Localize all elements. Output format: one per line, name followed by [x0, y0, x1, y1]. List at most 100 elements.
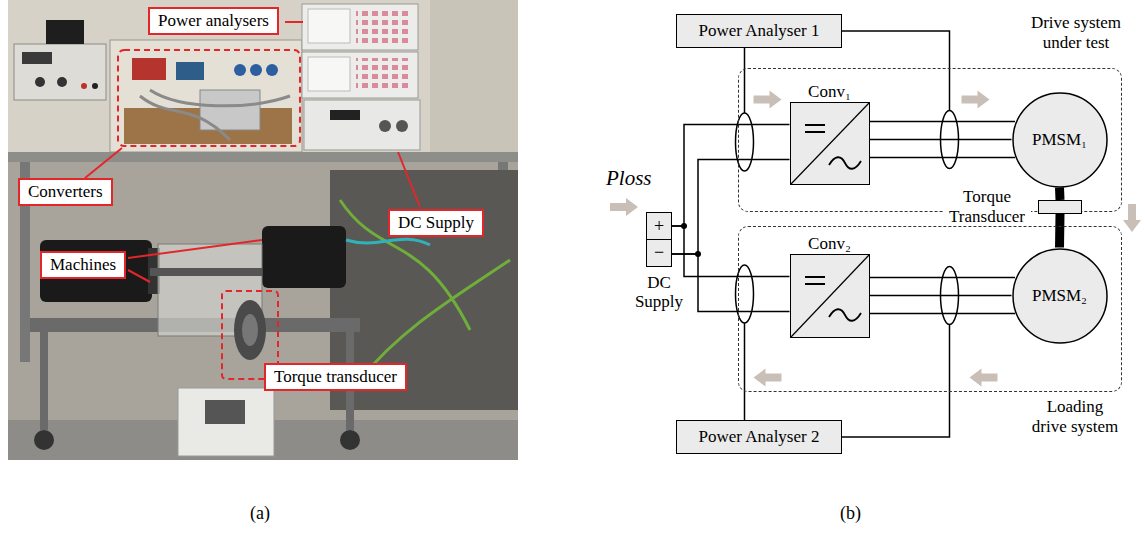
converter-box: Conv₁ [790, 102, 870, 185]
probe-lead [744, 48, 746, 113]
power-flow-arrow [962, 91, 990, 109]
bench-supply [35, 77, 45, 87]
converter-enclosure [132, 58, 166, 80]
leader-line [128, 270, 150, 282]
machine-cart [40, 332, 48, 430]
terminal-sign: − [646, 239, 672, 267]
system-region: Drive system under testConv₁PMSM₁ [738, 68, 1122, 212]
dc-wire [672, 254, 790, 312]
wire-link [672, 125, 790, 227]
bench-supply [14, 20, 106, 100]
node-label: Converters [28, 182, 103, 202]
converter-box: Conv₂ [790, 254, 870, 338]
node-label: Power Analyser 2 [699, 427, 820, 447]
power-analyser-unit [308, 9, 350, 43]
bench-supply [22, 52, 52, 64]
callout-label: DC Supply [388, 209, 484, 237]
power-analyser-unit [302, 4, 418, 98]
analyser-box: Power Analyser 1 [676, 14, 842, 48]
node-label: Conv₁ [779, 82, 881, 102]
converter-symbol [829, 309, 861, 321]
callout-label: Power analysers [148, 7, 279, 35]
torque-transducer: Torque Transducer [1038, 200, 1082, 214]
node-label: DC Supply [398, 213, 474, 233]
converter-enclosure [110, 40, 302, 152]
node-label: Drive system under test [1021, 13, 1131, 52]
machine-circle: PMSM₂ [1012, 248, 1108, 344]
junction-box [178, 388, 274, 456]
panel-label: (b) [840, 503, 861, 524]
dc-supply-unit [396, 120, 408, 132]
machine-cart [34, 430, 54, 450]
power-flow-arrow [754, 369, 782, 387]
callout-label: Machines [40, 251, 126, 279]
dc-supply-unit [330, 110, 360, 120]
coupling-guard [234, 300, 266, 360]
machine-cart [340, 430, 360, 450]
converter-symbol [791, 103, 869, 184]
power-analyser-unit [302, 52, 418, 98]
lab-wall [430, 0, 518, 155]
panel-label: (a) [250, 503, 270, 524]
junction-box [205, 400, 245, 424]
dc-supply-unit [304, 100, 420, 150]
power-flow-arrow [610, 198, 638, 216]
photo-ground [8, 0, 518, 460]
converter-symbol [791, 103, 869, 184]
dc-supply-unit [304, 100, 420, 150]
terminal-sign: + [646, 212, 672, 240]
dc-supply-unit [379, 120, 391, 132]
node-label: PMSM₂ [1032, 286, 1087, 306]
bench-supply [81, 83, 87, 89]
callout-label: Converters [18, 178, 113, 206]
wiring [610, 31, 1141, 437]
shaft-link [1055, 188, 1065, 201]
shaft-link [1055, 214, 1065, 248]
converter-enclosure [266, 64, 278, 76]
node-label: Torque transducer [274, 367, 397, 387]
cable [340, 200, 510, 380]
wire-link [672, 226, 790, 277]
dc-supply-symbol: +−DC Supply [646, 212, 672, 267]
machine-circle: PMSM₁ [1012, 92, 1108, 188]
converter-enclosure [140, 90, 290, 140]
lab-wall [8, 0, 518, 155]
power-analyser-unit [356, 58, 412, 92]
node-label: Loading drive system [1029, 397, 1121, 436]
power-symbol: Ploss [606, 166, 652, 190]
coupling-guard [242, 314, 258, 346]
node-label: Power analysers [158, 11, 269, 31]
probe-lead [842, 31, 950, 111]
probe-lead [842, 325, 950, 438]
node-label: DC Supply [629, 273, 689, 312]
converter-symbol [829, 157, 861, 169]
junction-box [178, 388, 274, 456]
power-analyser-unit [302, 4, 418, 50]
leader-line [128, 240, 262, 258]
power-flow-arrow [754, 91, 782, 109]
power-flow-arrow [970, 369, 998, 387]
node-label: Power Analyser 1 [699, 21, 820, 41]
bench-supply [46, 20, 84, 44]
converter-enclosure [234, 64, 246, 76]
converter-enclosure [110, 40, 302, 152]
callout-leader [85, 22, 420, 379]
wire-link [870, 295, 1012, 297]
bench-supply [14, 44, 106, 100]
machine [346, 239, 430, 245]
converter-symbol [791, 255, 869, 337]
highlight-region [118, 50, 300, 146]
converter-symbol [805, 277, 825, 284]
node-label: Machines [50, 255, 116, 275]
callout-label: Torque transducer [264, 363, 407, 391]
node-label: PMSM₁ [1032, 130, 1087, 150]
power-analyser-unit [308, 57, 350, 91]
converter-symbol [805, 125, 825, 132]
system-region: Loading drive systemConv₂PMSM₂ [738, 226, 1122, 392]
power-flow-arrow [1123, 204, 1141, 232]
machine [262, 226, 346, 288]
power-analyser-unit [356, 10, 412, 44]
junction-dot [695, 251, 701, 257]
